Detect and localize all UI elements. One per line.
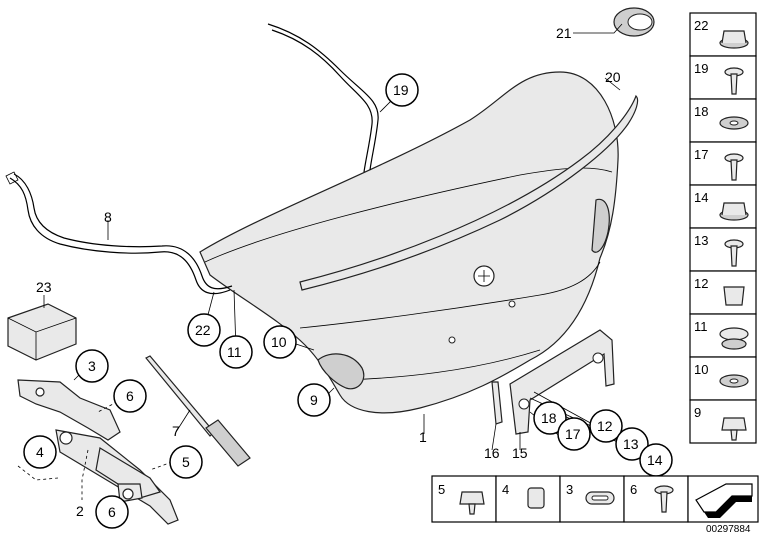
callout-13-circle bbox=[615, 427, 649, 461]
legend-item-11: 11 bbox=[689, 313, 757, 358]
callout-5a: 5 bbox=[182, 454, 190, 470]
arrow-box bbox=[687, 475, 759, 523]
legend-label: 10 bbox=[694, 362, 708, 377]
callout-4: 4 bbox=[36, 444, 44, 460]
callout-4-circle bbox=[23, 435, 57, 469]
legend-bottom-item-6: 6 bbox=[623, 475, 689, 523]
cable-harness bbox=[5, 171, 233, 295]
callout-1: 1 bbox=[419, 429, 427, 445]
callout-16: 16 bbox=[484, 445, 500, 461]
callout-18: 18 bbox=[541, 410, 557, 426]
callout-12-circle bbox=[589, 409, 623, 443]
legend-item-22: 22 bbox=[689, 12, 757, 57]
callout-17: 17 bbox=[565, 426, 581, 442]
callouts: 21 20 19 8 23 22 11 10 9 3 6 7 4 5 2 6 1… bbox=[23, 25, 673, 529]
legend-label: 4 bbox=[502, 482, 509, 497]
legend-item-10: 10 bbox=[689, 356, 757, 401]
callout-12: 12 bbox=[597, 418, 613, 434]
callout-13: 13 bbox=[623, 436, 639, 452]
callout-11-circle bbox=[219, 335, 253, 369]
callout-23: 23 bbox=[36, 279, 52, 295]
rear-spoiler bbox=[299, 94, 639, 291]
legend-label: 13 bbox=[694, 233, 708, 248]
legend-label: 18 bbox=[694, 104, 708, 119]
callout-10-circle bbox=[263, 325, 297, 359]
legend-label: 3 bbox=[566, 482, 573, 497]
callout-6b: 6 bbox=[108, 504, 116, 520]
callout-9: 9 bbox=[310, 392, 318, 408]
callout-15: 15 bbox=[512, 445, 528, 461]
legend-item-12: 12 bbox=[689, 270, 757, 315]
legend-item-13: 13 bbox=[689, 227, 757, 272]
callout-10: 10 bbox=[271, 334, 287, 350]
gas-strut bbox=[145, 355, 251, 467]
legend-item-17: 17 bbox=[689, 141, 757, 186]
legend-label: 22 bbox=[694, 18, 708, 33]
legend-label: 17 bbox=[694, 147, 708, 162]
legend-right: 22 19 18 17 14 13 12 11 10 9 bbox=[689, 12, 757, 444]
callout-18-circle bbox=[533, 401, 567, 435]
callout-3: 3 bbox=[88, 358, 96, 374]
legend-item-19: 19 bbox=[689, 55, 757, 100]
callout-6b-circle bbox=[95, 495, 129, 529]
callout-19: 19 bbox=[393, 82, 409, 98]
buffer-pad bbox=[613, 7, 655, 37]
legend-item-14: 14 bbox=[689, 184, 757, 229]
callout-17-circle bbox=[557, 417, 591, 451]
callout-6a-circle bbox=[113, 379, 147, 413]
callout-9-circle bbox=[297, 383, 331, 417]
callout-21: 21 bbox=[556, 25, 572, 41]
legend-bottom-item-4: 4 bbox=[495, 475, 561, 523]
legend-bottom-item-3: 3 bbox=[559, 475, 625, 523]
trunk-lid bbox=[199, 71, 619, 414]
legend-label: 11 bbox=[694, 319, 708, 334]
cable-upper bbox=[267, 23, 379, 173]
legend-label: 5 bbox=[438, 482, 445, 497]
drawing-number: 00297884 bbox=[706, 524, 751, 535]
callout-6a: 6 bbox=[126, 388, 134, 404]
legend-item-9: 9 bbox=[689, 399, 757, 444]
callout-14: 14 bbox=[647, 452, 663, 468]
legend-label: 9 bbox=[694, 405, 701, 420]
legend-box bbox=[623, 475, 689, 523]
callout-19-circle bbox=[385, 73, 419, 107]
callout-3-circle bbox=[75, 349, 109, 383]
callout-22: 22 bbox=[195, 322, 211, 338]
callout-11: 11 bbox=[227, 344, 242, 360]
legend-bottom: 5 4 3 6 bbox=[431, 475, 689, 523]
legend-box bbox=[689, 227, 757, 272]
hinge-assembly bbox=[17, 379, 179, 525]
rod bbox=[491, 381, 503, 425]
callout-5a-circle bbox=[169, 445, 203, 479]
callout-7: 7 bbox=[172, 423, 180, 439]
callout-8: 8 bbox=[104, 209, 112, 225]
legend-bottom-item-5: 5 bbox=[431, 475, 497, 523]
plate-bracket bbox=[509, 329, 615, 435]
legend-label: 12 bbox=[694, 276, 708, 291]
legend-label: 14 bbox=[694, 190, 708, 205]
legend-box bbox=[689, 270, 757, 315]
callout-20: 20 bbox=[605, 69, 621, 85]
legend-label: 19 bbox=[694, 61, 708, 76]
callout-2: 2 bbox=[76, 503, 84, 519]
callout-22-circle bbox=[187, 313, 221, 347]
foam-block bbox=[7, 303, 77, 361]
legend-label: 6 bbox=[630, 482, 637, 497]
legend-item-18: 18 bbox=[689, 98, 757, 143]
